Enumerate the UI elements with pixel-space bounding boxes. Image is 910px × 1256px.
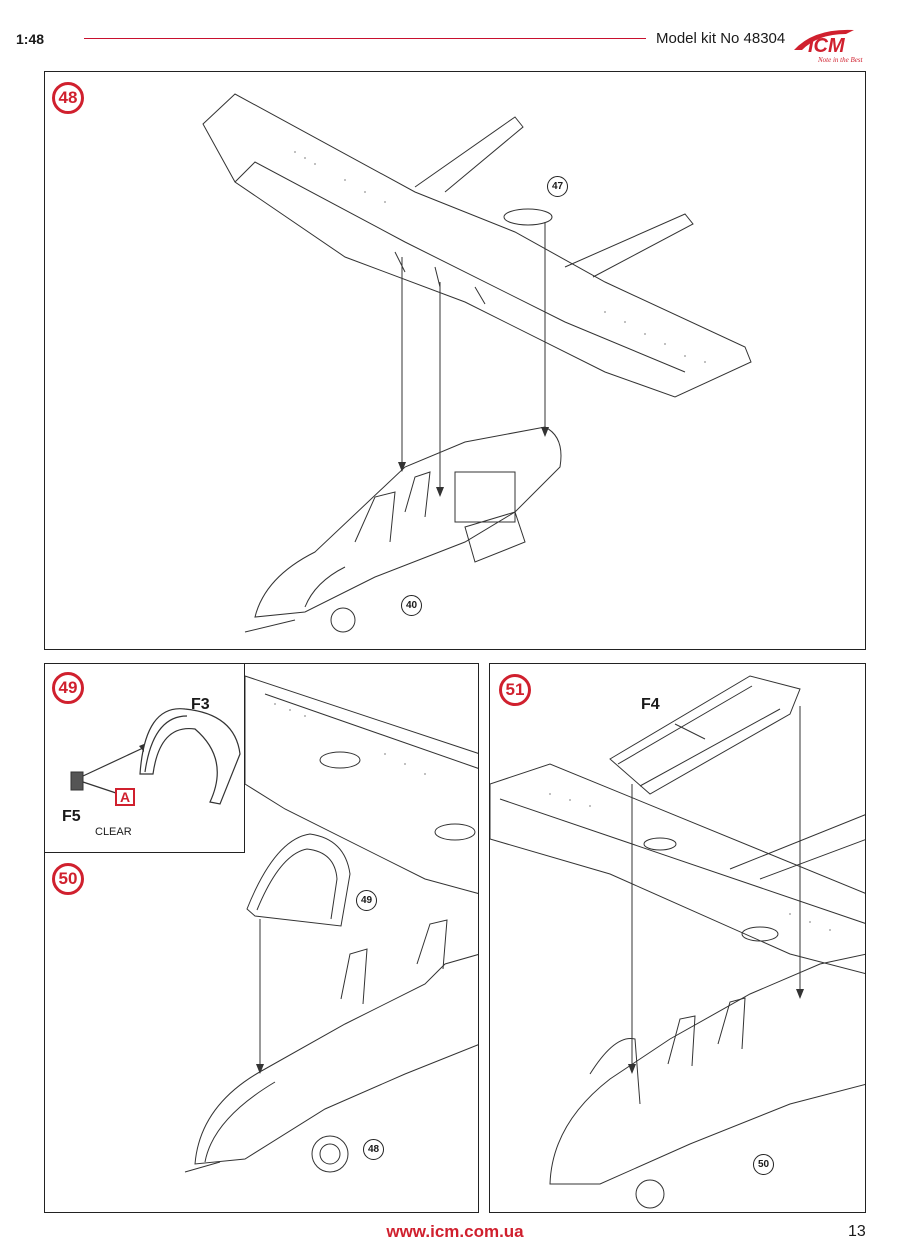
part-f3-label: F3: [191, 696, 210, 713]
step-49-illustration: [70, 708, 241, 805]
step-number-50: 50: [52, 863, 84, 895]
step-50-illustration: [184, 675, 478, 1173]
step-51-illustration: [490, 675, 865, 1209]
step-49-inset: 49 F3 A F5 CLEAR: [45, 664, 245, 853]
part-f4-label: F4: [641, 696, 660, 713]
ref-step-49: 49: [356, 890, 377, 911]
ref-step-47: 47: [547, 176, 568, 197]
scale-label: 1:48: [16, 31, 45, 47]
step-51-panel: 51 F4 50: [489, 663, 866, 1213]
icm-logo: ICM Note in the Best: [794, 29, 864, 64]
step-number-51: 51: [499, 674, 531, 706]
step-49-50-panel: 49 F3 A F5 CLEAR 50 49 48: [44, 663, 479, 1213]
svg-text:Note in the Best: Note in the Best: [817, 56, 864, 64]
step-48-panel: 48 47 40: [44, 71, 866, 650]
ref-step-50: 50: [753, 1154, 774, 1175]
kit-number: Model kit No 48304: [656, 30, 786, 47]
ref-step-40: 40: [401, 595, 422, 616]
ref-step-48: 48: [363, 1139, 384, 1160]
clear-part-note: CLEAR: [95, 826, 132, 838]
footer-website[interactable]: www.icm.com.ua: [386, 1222, 524, 1241]
page-number: 13: [848, 1223, 866, 1240]
header-rule: [84, 38, 646, 39]
step-48-illustration: [202, 93, 752, 633]
paint-code-a: A: [115, 788, 135, 806]
step-number-49: 49: [52, 672, 84, 704]
step-number-48: 48: [52, 82, 84, 114]
part-f5-label: F5: [62, 808, 81, 825]
svg-text:ICM: ICM: [808, 35, 846, 57]
